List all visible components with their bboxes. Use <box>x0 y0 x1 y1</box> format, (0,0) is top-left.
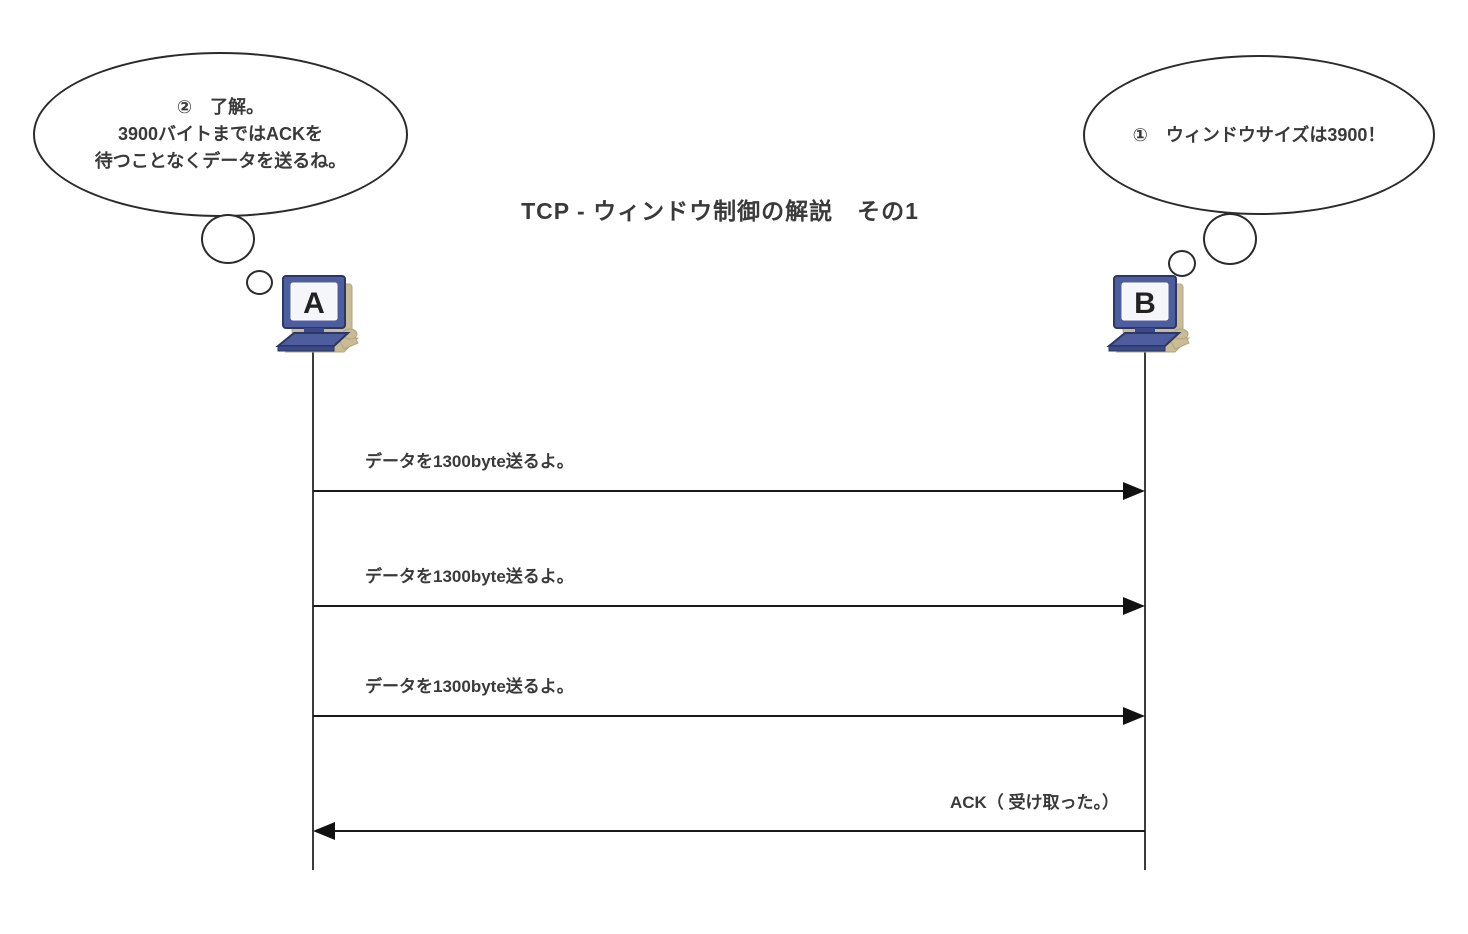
diagram-title: TCP - ウィンドウ制御の解説 その1 <box>521 198 919 224</box>
computer-b-label: B <box>1134 287 1156 320</box>
message-4-label: ACK（ 受け取った。） <box>949 793 1119 812</box>
arrow-left-icon <box>313 822 335 840</box>
message-2-arrow <box>313 597 1145 615</box>
message-4-arrow <box>313 822 1145 840</box>
bubble-a-tail-small-circle <box>246 270 273 295</box>
message-3-arrow <box>313 707 1145 725</box>
thought-bubble-b-text: ① ウィンドウサイズは3900！ <box>1132 124 1386 145</box>
message-3-label: データを1300byte送るよ。 <box>365 677 574 696</box>
thought-bubble-a: ② 了解。 3900バイトまではACKを 待つことなくデータを送るね。 <box>33 52 408 217</box>
message-1-arrow-line <box>313 490 1124 492</box>
bubble-a-tail-large-circle <box>201 214 255 264</box>
thought-bubble-b: ① ウィンドウサイズは3900！ <box>1083 55 1435 215</box>
message-1-label: データを1300byte送るよ。 <box>365 452 574 471</box>
computer-a-label: A <box>303 287 325 320</box>
arrow-right-icon <box>1123 707 1145 725</box>
bubble-a-line-1: ② 了解。 <box>176 97 265 117</box>
bubble-a-line-2: 3900バイトまではACKを <box>117 124 324 144</box>
computer-a-icon: A <box>275 275 360 353</box>
message-3-arrow-line <box>313 715 1124 717</box>
computer-b-icon: B <box>1106 275 1191 353</box>
thought-bubble-a-text: ② 了解。 3900バイトまではACKを 待つことなくデータを送るね。 <box>95 94 346 175</box>
lifeline-b <box>1144 352 1146 870</box>
bubble-a-line-3: 待つことなくデータを送るね。 <box>94 151 347 171</box>
lifeline-a <box>312 352 314 870</box>
message-4-arrow-line <box>334 830 1145 832</box>
arrow-right-icon <box>1123 482 1145 500</box>
message-2-label: データを1300byte送るよ。 <box>365 567 574 586</box>
message-1-arrow <box>313 482 1145 500</box>
arrow-right-icon <box>1123 597 1145 615</box>
message-2-arrow-line <box>313 605 1124 607</box>
bubble-b-tail-large-circle <box>1203 213 1257 265</box>
bubble-b-tail-small-circle <box>1168 250 1196 277</box>
